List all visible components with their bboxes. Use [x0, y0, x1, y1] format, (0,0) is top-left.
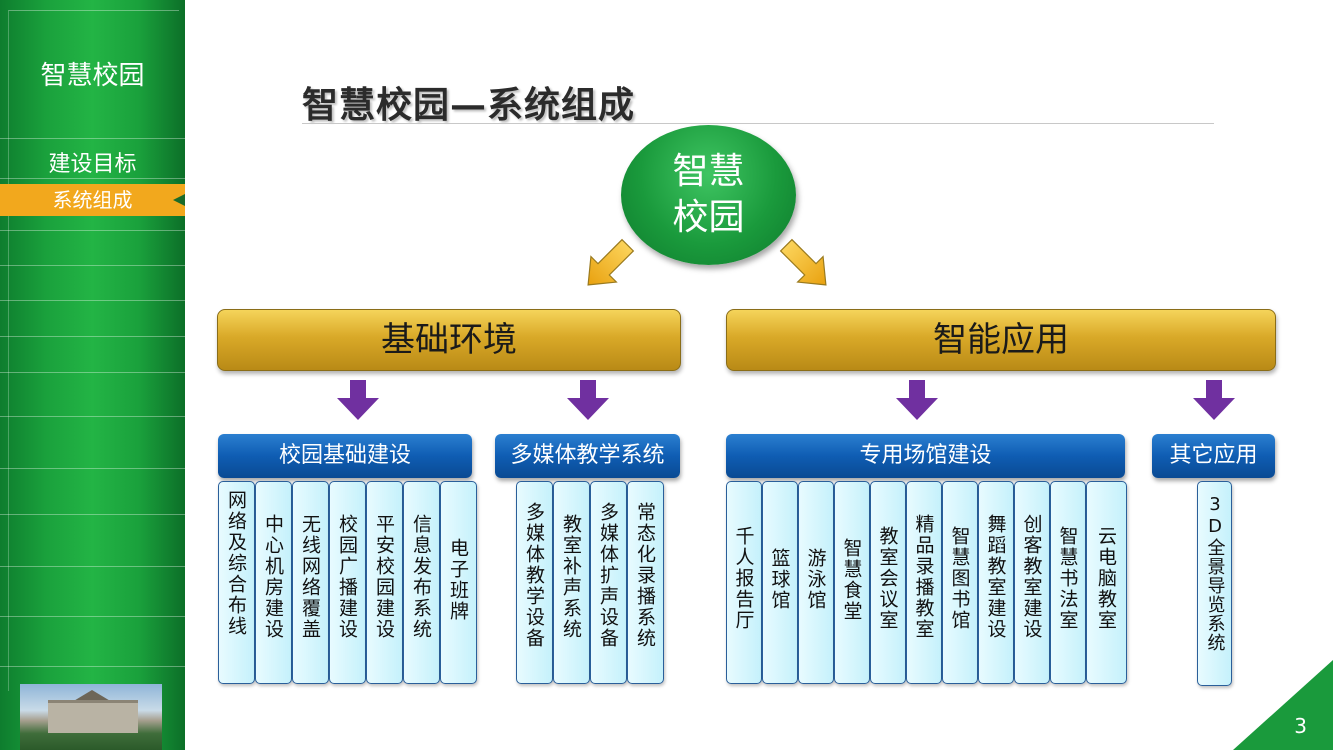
leaf-item: 精品录播教室 — [906, 481, 942, 684]
arrow-down-left-icon — [587, 238, 635, 286]
leaf-label: 智慧食堂 — [840, 538, 863, 622]
leaf-label: 平安校园建设 — [373, 514, 395, 640]
sidebar-divider — [0, 336, 185, 337]
leaf-label: 信息发布系统 — [410, 514, 432, 640]
sidebar-item-label: 系统组成 — [52, 188, 133, 212]
sidebar-divider — [0, 230, 185, 231]
sidebar-divider — [0, 138, 185, 139]
sidebar-item-goal[interactable]: 建设目标 — [48, 152, 137, 177]
page-title: 智慧校园—系统组成 — [302, 84, 636, 126]
leaf-label: 舞蹈教室建设 — [984, 514, 1007, 640]
leaf-label: 精品录播教室 — [912, 514, 935, 640]
leaf-item: 智慧图书馆 — [942, 481, 978, 684]
leaf-label: 电子班牌 — [447, 538, 469, 622]
category-venue-construction: 专用场馆建设 — [726, 434, 1125, 478]
leaf-label: 多媒体教学设备 — [523, 502, 545, 649]
sidebar-divider — [0, 468, 185, 469]
root-label: 智慧 校园 — [621, 149, 796, 241]
leaf-label: 云电脑教室 — [1095, 526, 1117, 631]
sidebar: 智慧校园 建设目标 系统组成 — [0, 0, 185, 750]
arrow-down-icon — [1193, 380, 1235, 420]
leaf-item: 多媒体扩声设备 — [590, 481, 627, 684]
title-underline — [302, 123, 1214, 124]
leaf-item: 常态化录播系统 — [627, 481, 664, 684]
root-line: 智慧 — [672, 151, 745, 192]
leaf-item: 智慧书法室 — [1050, 481, 1086, 684]
root-node: 智慧 校园 — [621, 125, 796, 265]
sidebar-divider — [0, 372, 185, 373]
leaf-label: 千人报告厅 — [732, 526, 755, 631]
leaf-item: 中心机房建设 — [255, 481, 292, 684]
category-multimedia-teaching: 多媒体教学系统 — [495, 434, 680, 478]
leaf-item: 千人报告厅 — [726, 481, 762, 684]
category-campus-infrastructure: 校园基础建设 — [218, 434, 472, 478]
leaf-item: 3D全景导览系统 — [1197, 481, 1232, 686]
sidebar-divider — [0, 178, 185, 179]
photo-building — [48, 700, 138, 733]
leaf-item: 平安校园建设 — [366, 481, 403, 684]
active-pointer-icon — [173, 194, 185, 206]
sidebar-divider — [0, 566, 185, 567]
category-other-applications: 其它应用 — [1152, 434, 1275, 478]
leaf-label: 校园广播建设 — [336, 514, 358, 640]
sidebar-title: 智慧校园 — [40, 61, 145, 91]
leaf-item: 信息发布系统 — [403, 481, 440, 684]
leaf-label: 3D全景导览系统 — [1204, 494, 1226, 652]
sidebar-bevel — [8, 10, 179, 691]
leaf-label: 网络及综合布线 — [225, 490, 247, 637]
leaf-item: 篮球馆 — [762, 481, 798, 684]
leaf-label: 常态化录播系统 — [634, 502, 656, 649]
leaf-item: 创客教室建设 — [1014, 481, 1050, 684]
sidebar-divider — [0, 514, 185, 515]
leaf-item: 校园广播建设 — [329, 481, 366, 684]
sidebar-item-composition[interactable]: 系统组成 — [0, 184, 185, 216]
sidebar-divider — [0, 300, 185, 301]
arrow-down-right-icon — [779, 238, 827, 286]
leaf-label: 智慧书法室 — [1056, 526, 1079, 631]
leaf-item: 无线网络覆盖 — [292, 481, 329, 684]
leaf-item: 舞蹈教室建设 — [978, 481, 1014, 684]
sidebar-divider — [0, 265, 185, 266]
leaf-item: 云电脑教室 — [1086, 481, 1127, 684]
corner-decoration — [1233, 660, 1333, 750]
leaf-label: 无线网络覆盖 — [299, 514, 321, 640]
leaf-item: 教室补声系统 — [553, 481, 590, 684]
page-number: 3 — [1294, 714, 1307, 738]
leaf-label: 教室补声系统 — [560, 514, 582, 640]
arrow-down-icon — [567, 380, 609, 420]
sidebar-divider — [0, 616, 185, 617]
arrow-down-icon — [896, 380, 938, 420]
leaf-label: 教室会议室 — [876, 526, 899, 631]
root-line: 校园 — [672, 197, 745, 238]
leaf-item: 教室会议室 — [870, 481, 906, 684]
leaf-label: 中心机房建设 — [262, 514, 284, 640]
leaf-item: 电子班牌 — [440, 481, 477, 684]
sidebar-divider — [0, 666, 185, 667]
leaf-item: 多媒体教学设备 — [516, 481, 553, 684]
group-infrastructure: 基础环境 — [217, 309, 681, 371]
arrow-down-icon — [337, 380, 379, 420]
leaf-item: 网络及综合布线 — [218, 481, 255, 684]
campus-photo — [20, 684, 162, 750]
leaf-label: 篮球馆 — [768, 548, 791, 611]
group-smart-applications: 智能应用 — [726, 309, 1276, 371]
leaf-label: 创客教室建设 — [1020, 514, 1043, 640]
leaf-label: 智慧图书馆 — [948, 526, 971, 631]
sidebar-divider — [0, 416, 185, 417]
leaf-item: 游泳馆 — [798, 481, 834, 684]
leaf-label: 游泳馆 — [804, 548, 827, 611]
photo-roof — [72, 690, 112, 702]
leaf-item: 智慧食堂 — [834, 481, 870, 684]
leaf-label: 多媒体扩声设备 — [597, 502, 619, 649]
